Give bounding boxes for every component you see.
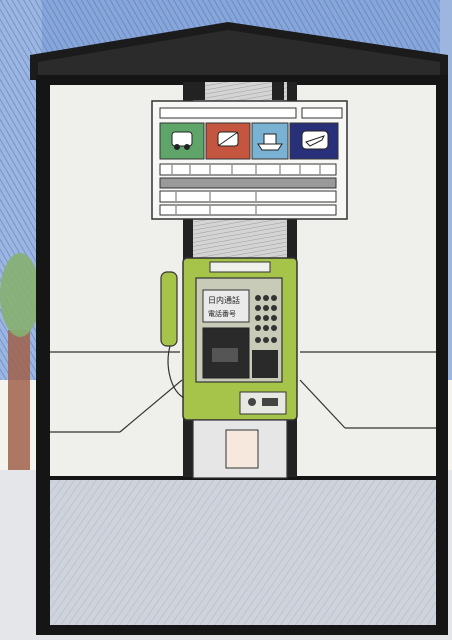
booth-floor [50, 478, 436, 628]
screen-line-2: 電話番号 [208, 309, 236, 318]
pay-phone: 日内通話 電話番号 [182, 257, 298, 421]
phone-cabinet [192, 419, 288, 479]
plane-icon [301, 130, 329, 150]
tree [0, 253, 40, 480]
ship-icon [257, 133, 283, 151]
wall-lines [50, 351, 436, 433]
transport-tiles [159, 122, 339, 160]
screen-line-1: 日内通話 [208, 295, 240, 305]
keypad [255, 295, 277, 343]
sign-rows [159, 163, 337, 216]
information-sign [151, 100, 348, 220]
booth-roof [30, 22, 448, 80]
taxi-icon [217, 131, 239, 147]
taxi-icon [171, 131, 193, 150]
handset [160, 271, 185, 399]
